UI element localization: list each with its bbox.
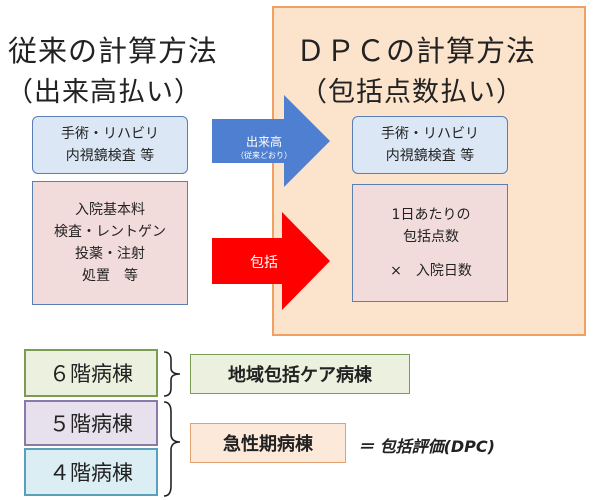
dekidaka-sublabel: （従来どおり） [236, 151, 292, 160]
right-comprehensive-box: 1日あたりの 包括点数 × 入院日数 [352, 184, 508, 302]
left-title: 従来の計算方法 [8, 34, 219, 68]
right-title: ＤＰＣの計算方法 [296, 34, 537, 68]
right-surgery-box: 手術・リハビリ 内視鏡検査 等 [352, 116, 508, 174]
floor-6-ward: ６階病棟 [24, 349, 158, 397]
acute-ward-label: 急性期病棟 [190, 423, 346, 463]
left-basic-fee-box: 入院基本料 検査・レントゲン 投薬・注射 処置 等 [32, 181, 188, 305]
floor-5-ward: ５階病棟 [24, 400, 158, 446]
left-subtitle: （出来高払い） [6, 77, 202, 108]
hokatsu-label: 包括 [250, 255, 278, 271]
floor-4-ward: ４階病棟 [24, 448, 158, 496]
dpc-evaluation-note: ＝ 包括評価(DPC) [358, 437, 495, 456]
community-care-ward-label: 地域包括ケア病棟 [190, 354, 410, 394]
daily-points-text: 1日あたりの 包括点数 [391, 207, 471, 245]
dekidaka-arrow-icon [212, 95, 330, 187]
bracket-icon [163, 351, 181, 497]
right-subtitle: （包括点数払い） [300, 77, 524, 108]
left-surgery-box: 手術・リハビリ 内視鏡検査 等 [32, 116, 188, 174]
days-multiplier-text: × 入院日数 [390, 263, 472, 279]
dekidaka-label: 出来高 [245, 135, 282, 149]
hokatsu-arrow-icon [212, 212, 330, 310]
